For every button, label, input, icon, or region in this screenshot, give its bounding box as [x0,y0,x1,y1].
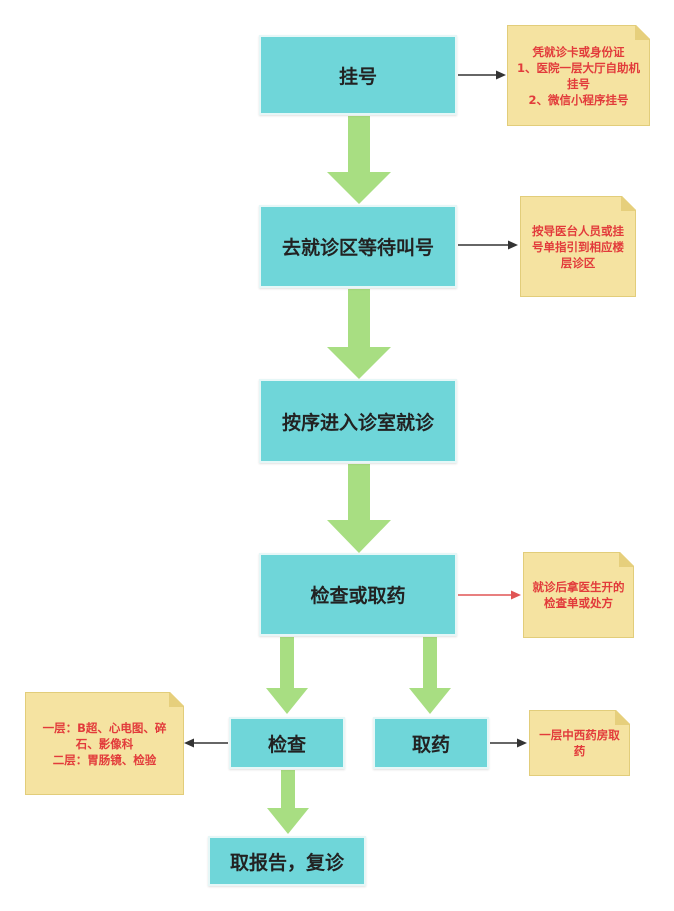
step-enter-label: 按序进入诊室就诊 [281,411,434,434]
step-register-label: 挂号 [338,65,377,88]
step-check-or-medicine-label: 检查或取药 [310,585,406,607]
flow-arrow-enter-to-check-or-medicine [327,464,391,553]
step-report-label: 取报告，复诊 [229,851,344,874]
note-wait: 按导医台人员或挂号单指引到相应楼层诊区 [520,196,636,297]
note-check: 一层：B超、心电图、碎石、影像科 二层：胃肠镜、检验 [25,692,184,795]
note-register-text: 凭就诊卡或身份证 1、医院一层大厅自助机挂号 2、微信小程序挂号 [516,44,640,107]
step-report: 取报告，复诊 [208,836,366,886]
step-medicine-label: 取药 [411,733,450,756]
step-check: 检查 [229,717,345,769]
note-medicine-text: 一层中西药房取药 [539,728,620,758]
step-wait: 去就诊区等待叫号 [259,205,457,288]
step-check-label: 检查 [267,733,306,756]
connector-wait-note [458,240,518,250]
flow-arrow-register-to-wait [327,116,391,204]
note-check-or-medicine: 就诊后拿医生开的检查单或处方 [523,552,634,638]
note-check-or-medicine-text: 就诊后拿医生开的检查单或处方 [532,580,625,610]
connector-register-note [458,70,506,80]
step-enter: 按序进入诊室就诊 [259,379,457,463]
flow-arrow-check-to-report [267,770,309,834]
flow-arrow-to-check [266,637,308,714]
note-register: 凭就诊卡或身份证 1、医院一层大厅自助机挂号 2、微信小程序挂号 [507,25,650,126]
note-wait-text: 按导医台人员或挂号单指引到相应楼层诊区 [532,223,624,270]
step-check-or-medicine: 检查或取药 [259,553,457,636]
note-medicine: 一层中西药房取药 [529,710,630,776]
connector-check-note [184,738,228,748]
flow-arrow-to-medicine [409,637,451,714]
step-wait-label: 去就诊区等待叫号 [281,237,434,259]
connector-medicine-note [490,738,527,748]
connector-check-or-medicine-note [458,590,521,600]
step-medicine: 取药 [373,717,489,769]
flow-arrow-wait-to-enter [327,289,391,379]
note-check-text: 一层：B超、心电图、碎石、影像科 二层：胃肠镜、检验 [42,720,167,767]
step-register: 挂号 [259,35,457,115]
